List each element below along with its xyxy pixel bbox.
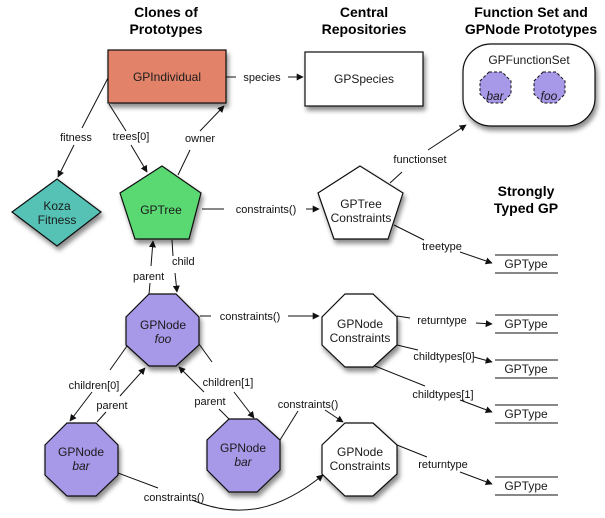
gptype-childtypes1[interactable]: GPType	[495, 404, 558, 424]
node-gpnode-constraints-2[interactable]: GPNode Constraints	[321, 422, 398, 497]
heading-line: Clones of	[134, 4, 198, 20]
gptype-label: GPType	[504, 479, 548, 493]
node-gpfunctionset[interactable]: GPFunctionSet bar foo	[462, 43, 596, 127]
edge-label-childtypes1: childtypes[1]	[412, 389, 473, 401]
prototype-bar[interactable]: bar	[479, 71, 512, 104]
edge-label-returntype-2: returntype	[418, 459, 468, 471]
node-label: bar	[72, 459, 90, 473]
heading-function-set: Function Set and GPNode Prototypes	[465, 4, 597, 37]
node-label: bar	[486, 89, 504, 103]
heading-line: Function Set and	[474, 4, 588, 20]
node-label: Constraints	[331, 211, 392, 225]
edge-label-functionset: functionset	[393, 154, 446, 166]
edge-returntype-2: returntype	[396, 444, 493, 486]
heading-line: Central	[340, 4, 388, 20]
gptype-label: GPType	[504, 317, 548, 331]
node-gpnode-foo[interactable]: GPNode foo	[125, 293, 200, 367]
edge-label-bar-left-constraints: constraints()	[144, 492, 205, 504]
edge-label-species: species	[243, 72, 281, 84]
heading-line: Repositories	[322, 21, 407, 37]
node-gpnode-constraints-1[interactable]: GPNode Constraints	[321, 293, 398, 368]
edge-fitness: fitness	[57, 77, 109, 178]
heading-strongly-typed-gp: Strongly Typed GP	[494, 183, 558, 216]
edge-tree-constraints: constraints()	[202, 204, 320, 216]
edge-label-returntype-1: returntype	[417, 315, 467, 327]
heading-line: Prototypes	[129, 21, 202, 37]
edge-childtypes1: childtypes[1]	[374, 365, 493, 414]
edge-functionset: functionset	[389, 124, 467, 184]
heading-line: Typed GP	[494, 200, 558, 216]
gptype-returntype-2[interactable]: GPType	[495, 476, 558, 496]
node-label: Koza	[43, 199, 71, 213]
node-gpnode-bar-left[interactable]: GPNode bar	[44, 422, 119, 497]
edge-bar-left-constraints: constraints()	[117, 472, 324, 511]
node-label: Constraints	[330, 459, 391, 473]
gptype-label: GPType	[504, 407, 548, 421]
edge-parent-tree: parent	[133, 240, 164, 295]
gptype-childtypes0[interactable]: GPType	[495, 359, 558, 379]
edge-label-parent-tree: parent	[133, 271, 164, 283]
node-label: bar	[234, 455, 252, 469]
heading-line: GPNode Prototypes	[465, 21, 597, 37]
node-label: GPTree	[340, 197, 382, 211]
edge-species: species	[226, 72, 304, 84]
node-label: GPIndividual	[133, 70, 201, 84]
node-label: GPFunctionSet	[488, 53, 570, 67]
node-label: GPNode	[220, 441, 266, 455]
node-label: GPNode	[140, 318, 186, 332]
edge-label-bar-right-constraints: constraints()	[278, 399, 339, 411]
node-gptree[interactable]: GPTree	[119, 165, 202, 240]
node-label: foo	[155, 332, 172, 346]
edge-foo-constraints: constraints()	[200, 311, 320, 323]
edge-childtypes0: childtypes[0]	[396, 344, 493, 364]
edge-label-child: child	[172, 256, 195, 268]
prototype-foo[interactable]: foo	[533, 71, 566, 104]
node-koza-fitness[interactable]: Koza Fitness	[10, 178, 102, 247]
edge-label-foo-constraints: constraints()	[220, 311, 281, 323]
edge-label-fitness: fitness	[60, 132, 92, 144]
node-gpindividual[interactable]: GPIndividual	[107, 49, 227, 104]
edge-label-parent-left: parent	[96, 400, 127, 412]
gptype-returntype-1[interactable]: GPType	[495, 314, 558, 334]
node-label: GPNode	[337, 445, 383, 459]
edge-label-childtypes0: childtypes[0]	[413, 351, 474, 363]
gptype-label: GPType	[504, 362, 548, 376]
node-label: GPNode	[337, 317, 383, 331]
gptype-treetype[interactable]: GPType	[495, 254, 558, 274]
edge-returntype-1: returntype	[396, 315, 493, 328]
node-gpnode-bar-right[interactable]: GPNode bar	[206, 418, 281, 493]
heading-line: Strongly	[498, 183, 555, 199]
edge-owner: owner	[177, 105, 225, 176]
gptype-label: GPType	[504, 257, 548, 271]
edge-parent-right: parent	[178, 366, 230, 420]
edge-children1: children[1]	[198, 343, 255, 419]
edge-child: child	[171, 239, 195, 293]
edge-label-parent-right: parent	[194, 396, 225, 408]
node-label: Constraints	[330, 331, 391, 345]
node-label: Fitness	[38, 213, 77, 227]
edge-bar-right-constraints: constraints()	[278, 399, 344, 441]
edge-label-tree-constraints: constraints()	[236, 204, 297, 216]
node-label: foo	[541, 89, 558, 103]
node-gptree-constraints[interactable]: GPTree Constraints	[317, 165, 404, 240]
edge-label-owner: owner	[185, 133, 215, 145]
edge-label-children1: children[1]	[203, 377, 254, 389]
edge-label-trees0: trees[0]	[113, 131, 150, 143]
edge-treetype: treetype	[393, 224, 493, 265]
edge-trees0: trees[0]	[108, 103, 150, 173]
edge-children0: children[0]	[69, 345, 128, 422]
node-label: GPTree	[140, 203, 182, 217]
node-label: GPNode	[58, 445, 104, 459]
edge-label-treetype: treetype	[422, 241, 462, 253]
node-gpspecies[interactable]: GPSpecies	[304, 51, 424, 107]
edge-label-children0: children[0]	[69, 380, 120, 392]
heading-central-repositories: Central Repositories	[322, 4, 407, 37]
node-label: GPSpecies	[334, 72, 394, 86]
edge-parent-left: parent	[96, 367, 146, 423]
heading-clones-of-prototypes: Clones of Prototypes	[129, 4, 202, 37]
